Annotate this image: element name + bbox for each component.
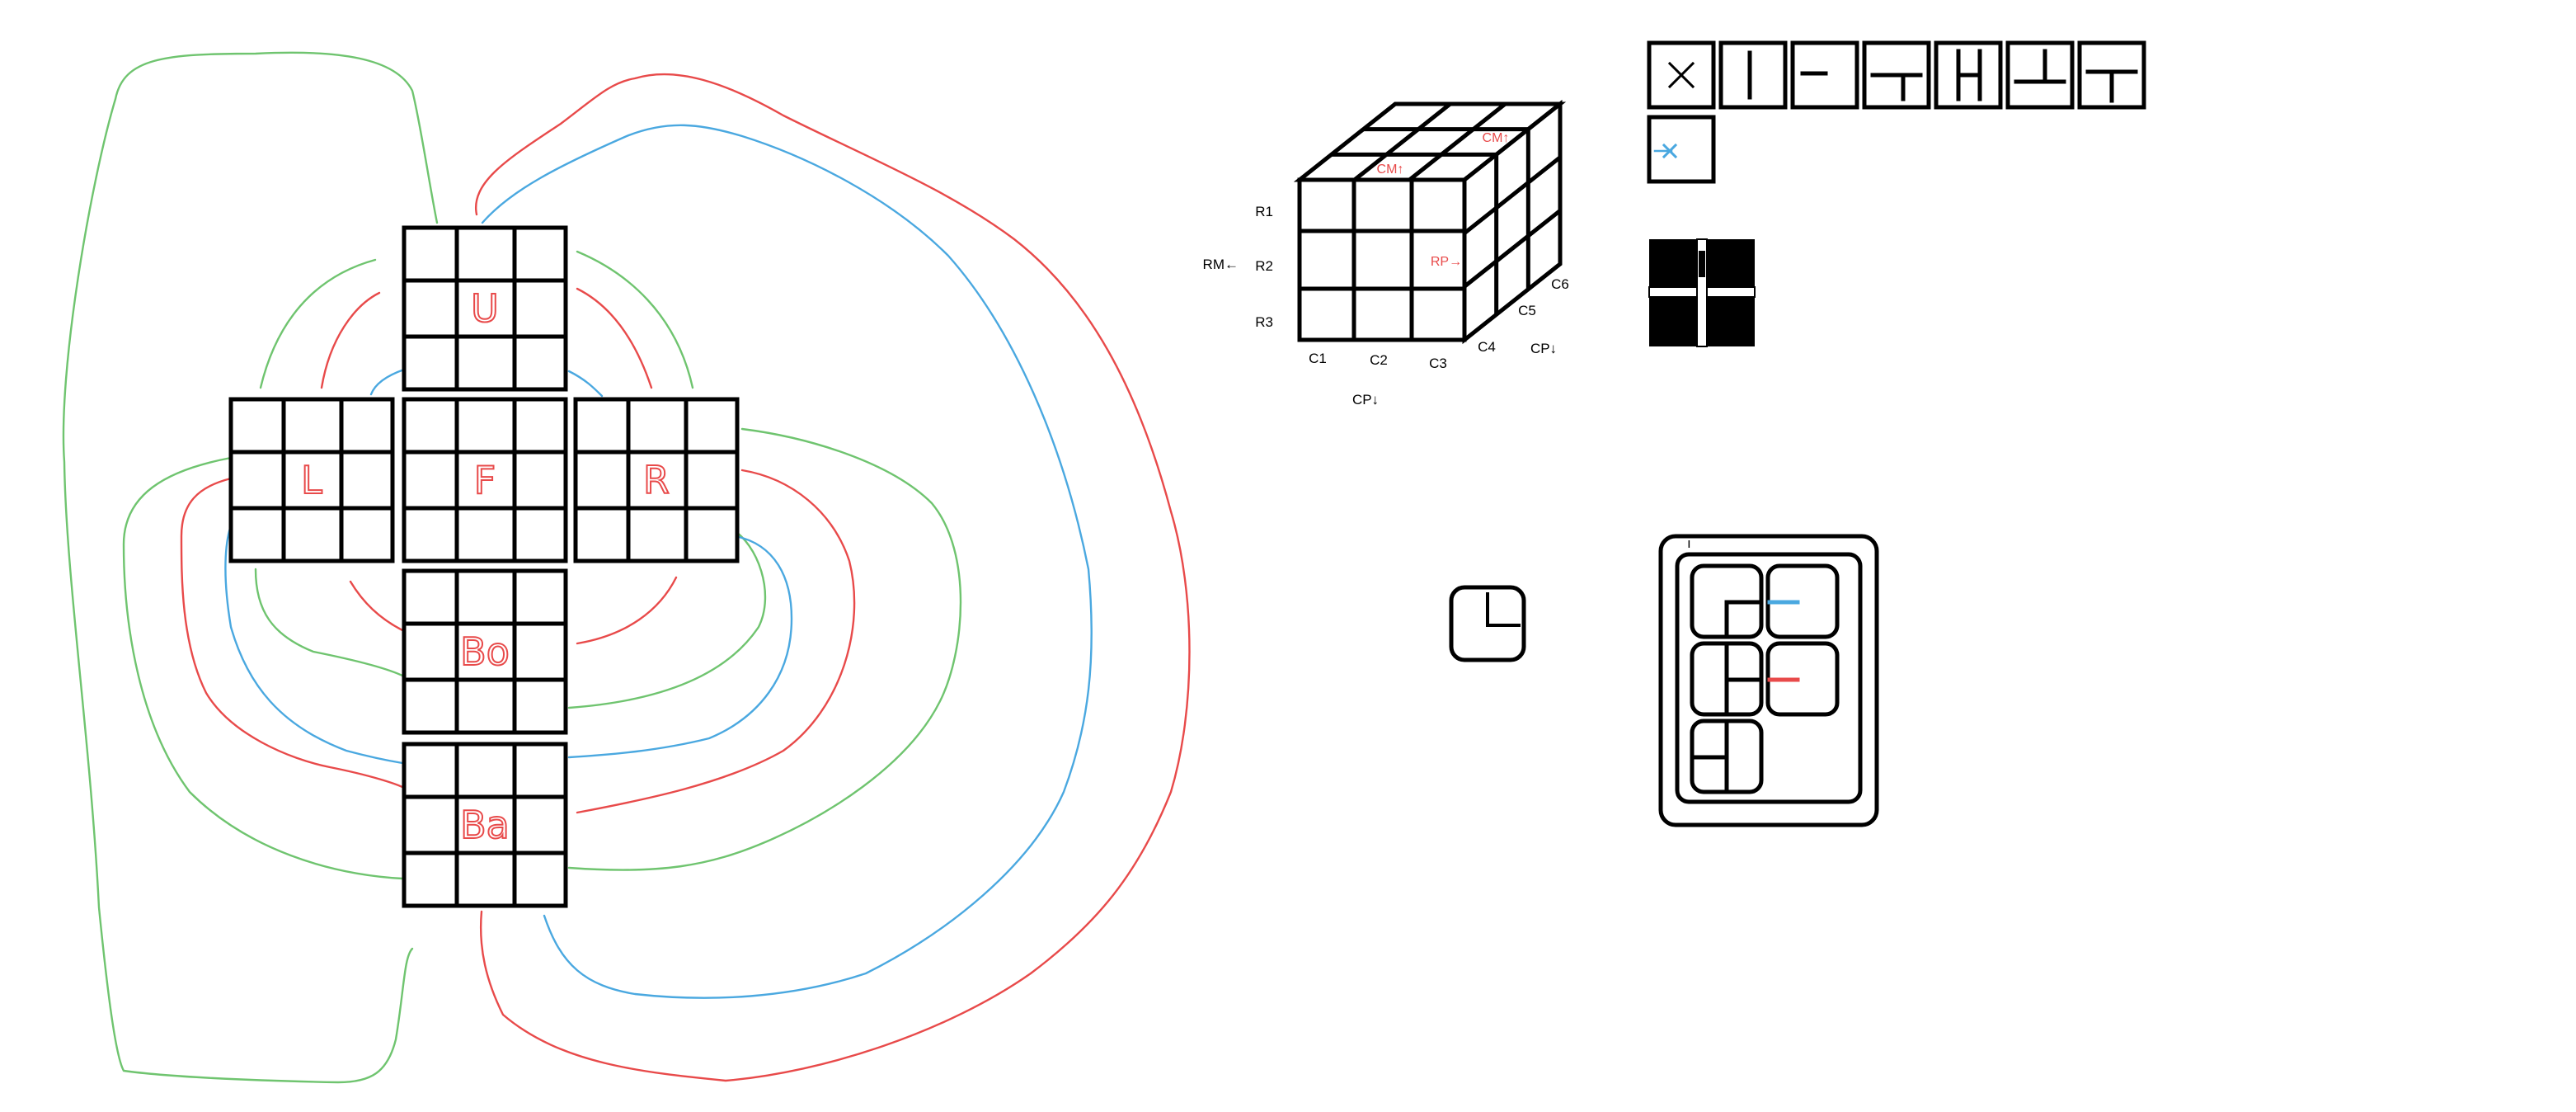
face-front-outline	[402, 397, 568, 563]
t-right-icon	[1862, 40, 1931, 110]
red-curve-inner-right	[576, 576, 678, 645]
blue-curve-mid-right	[567, 535, 793, 759]
cube-column-label: C3	[1429, 356, 1447, 371]
h-icon	[1934, 40, 2003, 110]
face-front: F	[402, 397, 568, 563]
red-curve-mid-right	[576, 469, 856, 814]
cube-column-label: C6	[1551, 276, 1569, 292]
cube-right-face-marker: RP→	[1431, 255, 1462, 269]
cube-col-marker-side: CP↓	[1530, 341, 1557, 356]
cube-front-face	[1297, 177, 1467, 342]
tile-tray-icon: ı	[1658, 534, 1879, 827]
face-back-letter: Ba	[460, 803, 510, 847]
red-curve-outer-right	[474, 73, 1191, 1082]
cube-row-label: R2	[1255, 258, 1273, 274]
green-curve-up-left	[259, 258, 377, 389]
face-right-outline	[573, 397, 740, 563]
cube-right-gridline	[1463, 155, 1562, 235]
red-curve-inner-left	[349, 580, 406, 633]
green-curve-mid-left	[122, 456, 404, 880]
face-bottom-outline	[402, 568, 568, 735]
face-up-outline	[402, 225, 568, 392]
green-curve-inner-right	[567, 526, 767, 709]
x-icon	[1647, 40, 1716, 110]
blue-x-arrow-icon	[1647, 115, 1716, 184]
face-right-letter: R	[643, 458, 670, 502]
cube-right-gridline	[1463, 209, 1562, 289]
corner-tile-icon	[1449, 585, 1526, 662]
blue-curve-mid-left	[224, 510, 404, 765]
red-curve-up-left	[320, 291, 381, 389]
cube-column-label: C5	[1518, 303, 1536, 318]
green-curve-up-right	[576, 250, 694, 389]
face-right: R	[573, 397, 740, 563]
cube-col-marker-front: CP↓	[1352, 392, 1379, 408]
face-front-letter: F	[474, 458, 496, 502]
cube-row-marker: RM←	[1203, 257, 1239, 272]
face-bottom: Bo	[402, 568, 568, 735]
face-left-outline	[228, 397, 395, 563]
green-curve-mid-right	[567, 427, 962, 871]
cube-row-label: R1	[1255, 204, 1273, 219]
cube-top-gridline	[1353, 102, 1452, 181]
blue-curve-up	[369, 368, 406, 396]
cube-column-label: C2	[1370, 352, 1388, 368]
red-curve-mid-left	[180, 477, 406, 789]
cube-column-label: C4	[1478, 339, 1496, 355]
t-down-icon	[2077, 40, 2146, 110]
cube-top-back-marker: CM↑	[1483, 131, 1510, 145]
t-up-icon	[2005, 40, 2075, 110]
face-back-outline	[402, 742, 568, 908]
red-curve-up-right	[576, 287, 653, 389]
tile-icon-palette: ı	[1449, 40, 2146, 827]
cube-row-label: R3	[1255, 314, 1273, 330]
tray-marker: ı	[1687, 535, 1691, 551]
face-up-letter: U	[471, 286, 499, 331]
dash-icon	[1790, 40, 1859, 110]
blue-curve-outer-right	[481, 124, 1093, 999]
cube-column-label: C1	[1309, 351, 1327, 366]
cube-top-front-marker: CM↑	[1377, 163, 1404, 177]
blue-curve-up-right	[567, 370, 604, 398]
green-curve-outer-left	[62, 51, 439, 1084]
face-up: U	[402, 225, 568, 392]
face-left-letter: L	[301, 458, 322, 502]
face-bottom-letter: Bo	[460, 629, 510, 674]
face-left: L	[228, 397, 395, 563]
face-back: Ba	[402, 742, 568, 908]
cube-top-gridline	[1408, 102, 1507, 181]
vertical-bar-icon	[1718, 40, 1788, 110]
connection-curves	[62, 51, 1191, 1084]
plus-gap-tile-icon	[1648, 238, 1756, 347]
green-curve-inner-left	[254, 568, 406, 678]
